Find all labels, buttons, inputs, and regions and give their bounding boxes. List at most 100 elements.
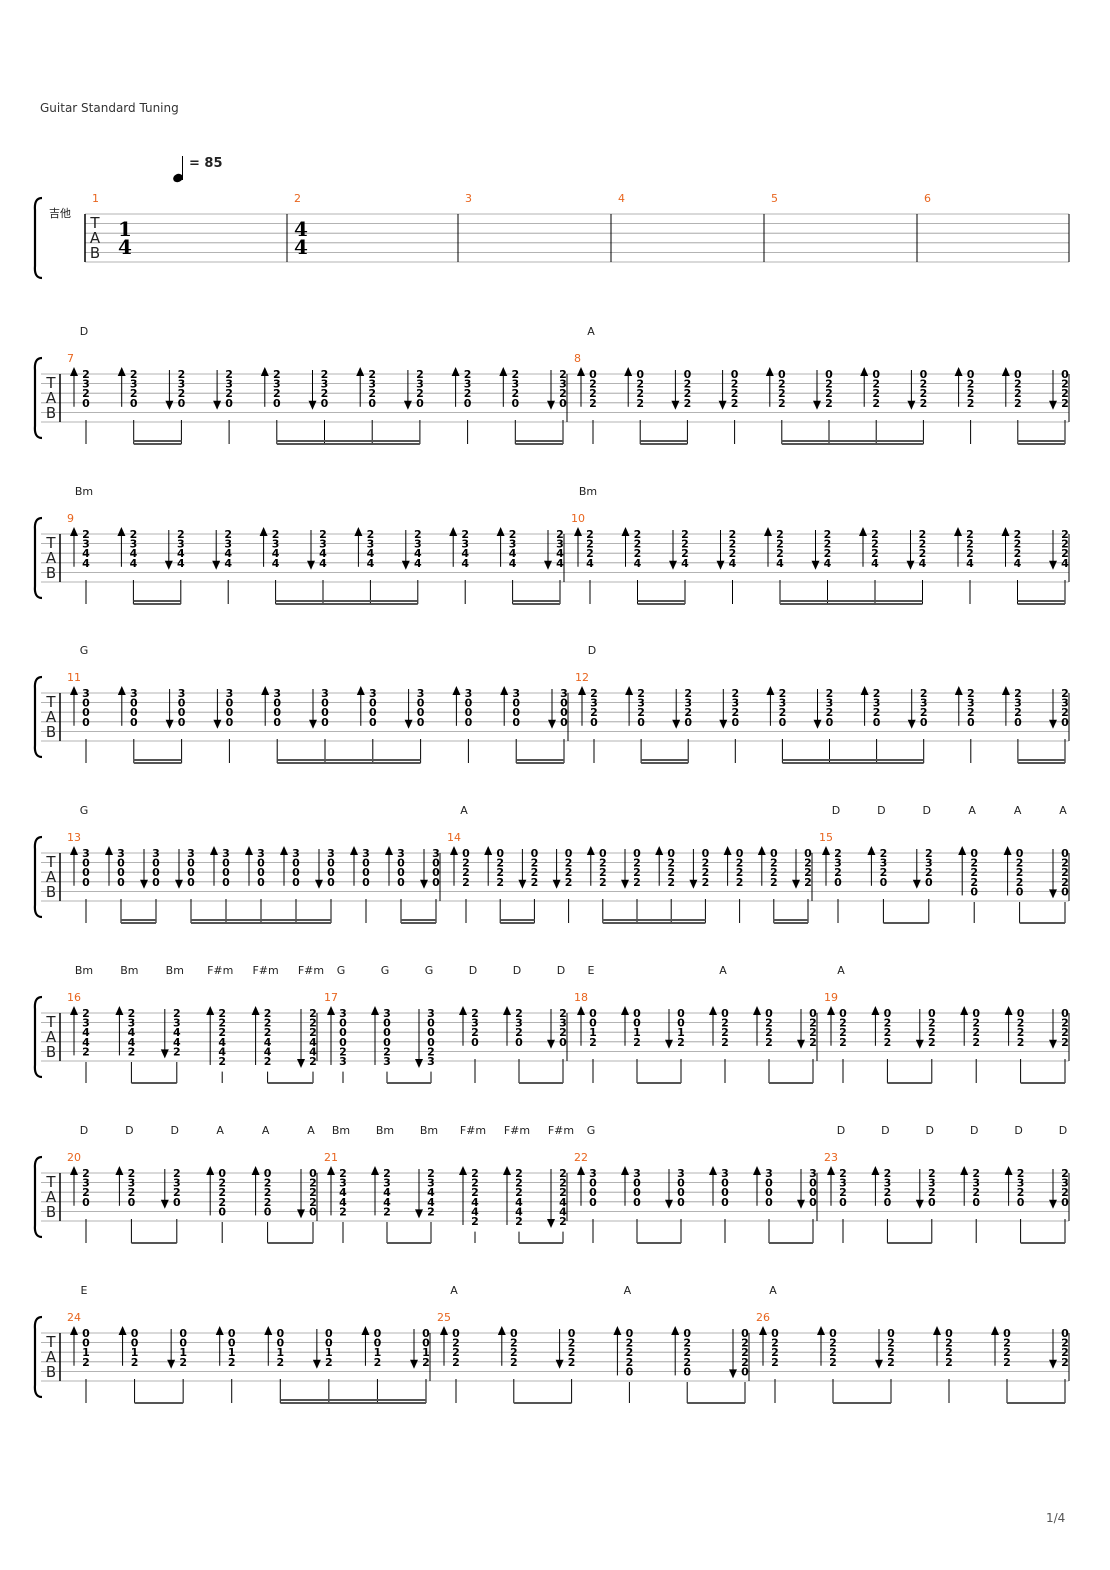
- fret-number: 3: [873, 697, 881, 710]
- strum-up-arrow-icon: [452, 686, 461, 695]
- fret-number: 2: [586, 528, 594, 541]
- fret-number: 3: [128, 1177, 136, 1190]
- chord-name: A: [262, 1124, 270, 1137]
- chord-name: Bm: [166, 964, 184, 977]
- fret-number: 0: [839, 1007, 847, 1020]
- fret-number: 0: [1014, 368, 1022, 381]
- fret-number: 2: [637, 687, 645, 700]
- fret-number: 2: [273, 387, 281, 400]
- fret-number: 0: [510, 1327, 518, 1340]
- fret-number: 4: [681, 557, 689, 570]
- instrument-name: 吉他: [49, 207, 71, 220]
- tab-system: TAB11G3000300030003000300030003000300030…: [33, 644, 1070, 764]
- fret-number: 0: [721, 1177, 729, 1190]
- fret-number: 3: [884, 1177, 892, 1190]
- fret-number: 3: [1061, 1177, 1069, 1190]
- fret-number: 0: [152, 866, 160, 879]
- fret-number: 3: [427, 1007, 435, 1020]
- fret-number: 2: [383, 1045, 391, 1058]
- fret-number: 2: [683, 1337, 691, 1350]
- fret-number: 2: [339, 1045, 347, 1058]
- fret-number: 2: [920, 378, 928, 391]
- fret-number: 3: [972, 1177, 980, 1190]
- fret-number: 2: [1061, 1337, 1069, 1350]
- fret-number: 2: [681, 538, 689, 551]
- fret-number: 4: [309, 1045, 317, 1058]
- fret-number: 0: [222, 857, 230, 870]
- strum-down-arrow-icon: [309, 719, 317, 729]
- fret-number: 0: [873, 716, 881, 729]
- measure-number: 6: [924, 192, 931, 205]
- system-bracket: [33, 995, 43, 1079]
- fret-number: 2: [599, 857, 607, 870]
- chord-name: Bm: [120, 964, 138, 977]
- fret-number: 2: [82, 528, 90, 541]
- fret-number: 0: [368, 397, 376, 410]
- fret-number: 2: [839, 1026, 847, 1039]
- fret-number: 4: [383, 1196, 391, 1209]
- fret-number: 3: [177, 538, 185, 551]
- fret-number: 2: [966, 547, 974, 560]
- fret-number: 0: [496, 847, 504, 860]
- fret-number: 2: [589, 378, 597, 391]
- fret-number: 2: [272, 528, 280, 541]
- chord-name: G: [587, 1124, 596, 1137]
- fret-number: 2: [771, 1356, 779, 1369]
- fret-number: 2: [565, 866, 573, 879]
- chord-name: F#m: [504, 1124, 530, 1137]
- chord-name: D: [80, 325, 88, 338]
- fret-number: 2: [462, 876, 470, 889]
- fret-number: 0: [779, 716, 787, 729]
- fret-number: 4: [309, 1036, 317, 1049]
- fret-number: 2: [515, 1007, 523, 1020]
- strum-up-arrow-icon: [671, 1326, 680, 1335]
- fret-number: 2: [82, 1186, 90, 1199]
- measure-number: 3: [465, 192, 472, 205]
- measure-number: 23: [824, 1151, 838, 1164]
- tab-clef-letter: T: [45, 853, 56, 871]
- fret-number: 0: [178, 706, 186, 719]
- fret-number: 2: [741, 1337, 749, 1350]
- fret-number: 2: [729, 547, 737, 560]
- fret-number: 3: [82, 378, 90, 391]
- fret-number: 0: [829, 1327, 837, 1340]
- fret-number: 2: [824, 538, 832, 551]
- fret-number: 2: [925, 866, 933, 879]
- fret-number: 4: [1014, 557, 1022, 570]
- tab-clef-letter: A: [46, 1188, 57, 1206]
- fret-number: 4: [128, 1026, 136, 1039]
- chord-name: G: [337, 964, 346, 977]
- fret-number: 0: [809, 1196, 817, 1209]
- fret-number: 2: [531, 876, 539, 889]
- fret-number: 2: [872, 387, 880, 400]
- fret-number: 2: [919, 528, 927, 541]
- fret-number: 3: [559, 378, 567, 391]
- strum-up-arrow-icon: [586, 846, 595, 855]
- measure-number: 22: [574, 1151, 588, 1164]
- fret-number: 2: [319, 528, 327, 541]
- fret-number: 0: [770, 847, 778, 860]
- strum-up-arrow-icon: [625, 686, 634, 695]
- fret-number: 2: [225, 368, 233, 381]
- measure-number: 16: [67, 991, 81, 1004]
- fret-number: 4: [319, 557, 327, 570]
- fret-number: 0: [684, 716, 692, 729]
- fret-number: 0: [1061, 1007, 1069, 1020]
- system-bracket: [33, 1315, 43, 1399]
- fret-number: 2: [880, 847, 888, 860]
- fret-number: 2: [471, 1007, 479, 1020]
- fret-number: 2: [309, 1026, 317, 1039]
- chord-name: F#m: [460, 1124, 486, 1137]
- fret-number: 0: [731, 716, 739, 729]
- chord-name: Bm: [420, 1124, 438, 1137]
- fret-number: 0: [321, 397, 329, 410]
- fret-number: 0: [945, 1327, 953, 1340]
- fret-number: 0: [427, 1036, 435, 1049]
- fret-number: 2: [920, 397, 928, 410]
- fret-number: 0: [397, 876, 405, 889]
- measure-number: 12: [575, 671, 589, 684]
- fret-number: 2: [452, 1337, 460, 1350]
- fret-number: 2: [1003, 1356, 1011, 1369]
- fret-number: 0: [383, 1026, 391, 1039]
- fret-number: 3: [339, 1055, 347, 1068]
